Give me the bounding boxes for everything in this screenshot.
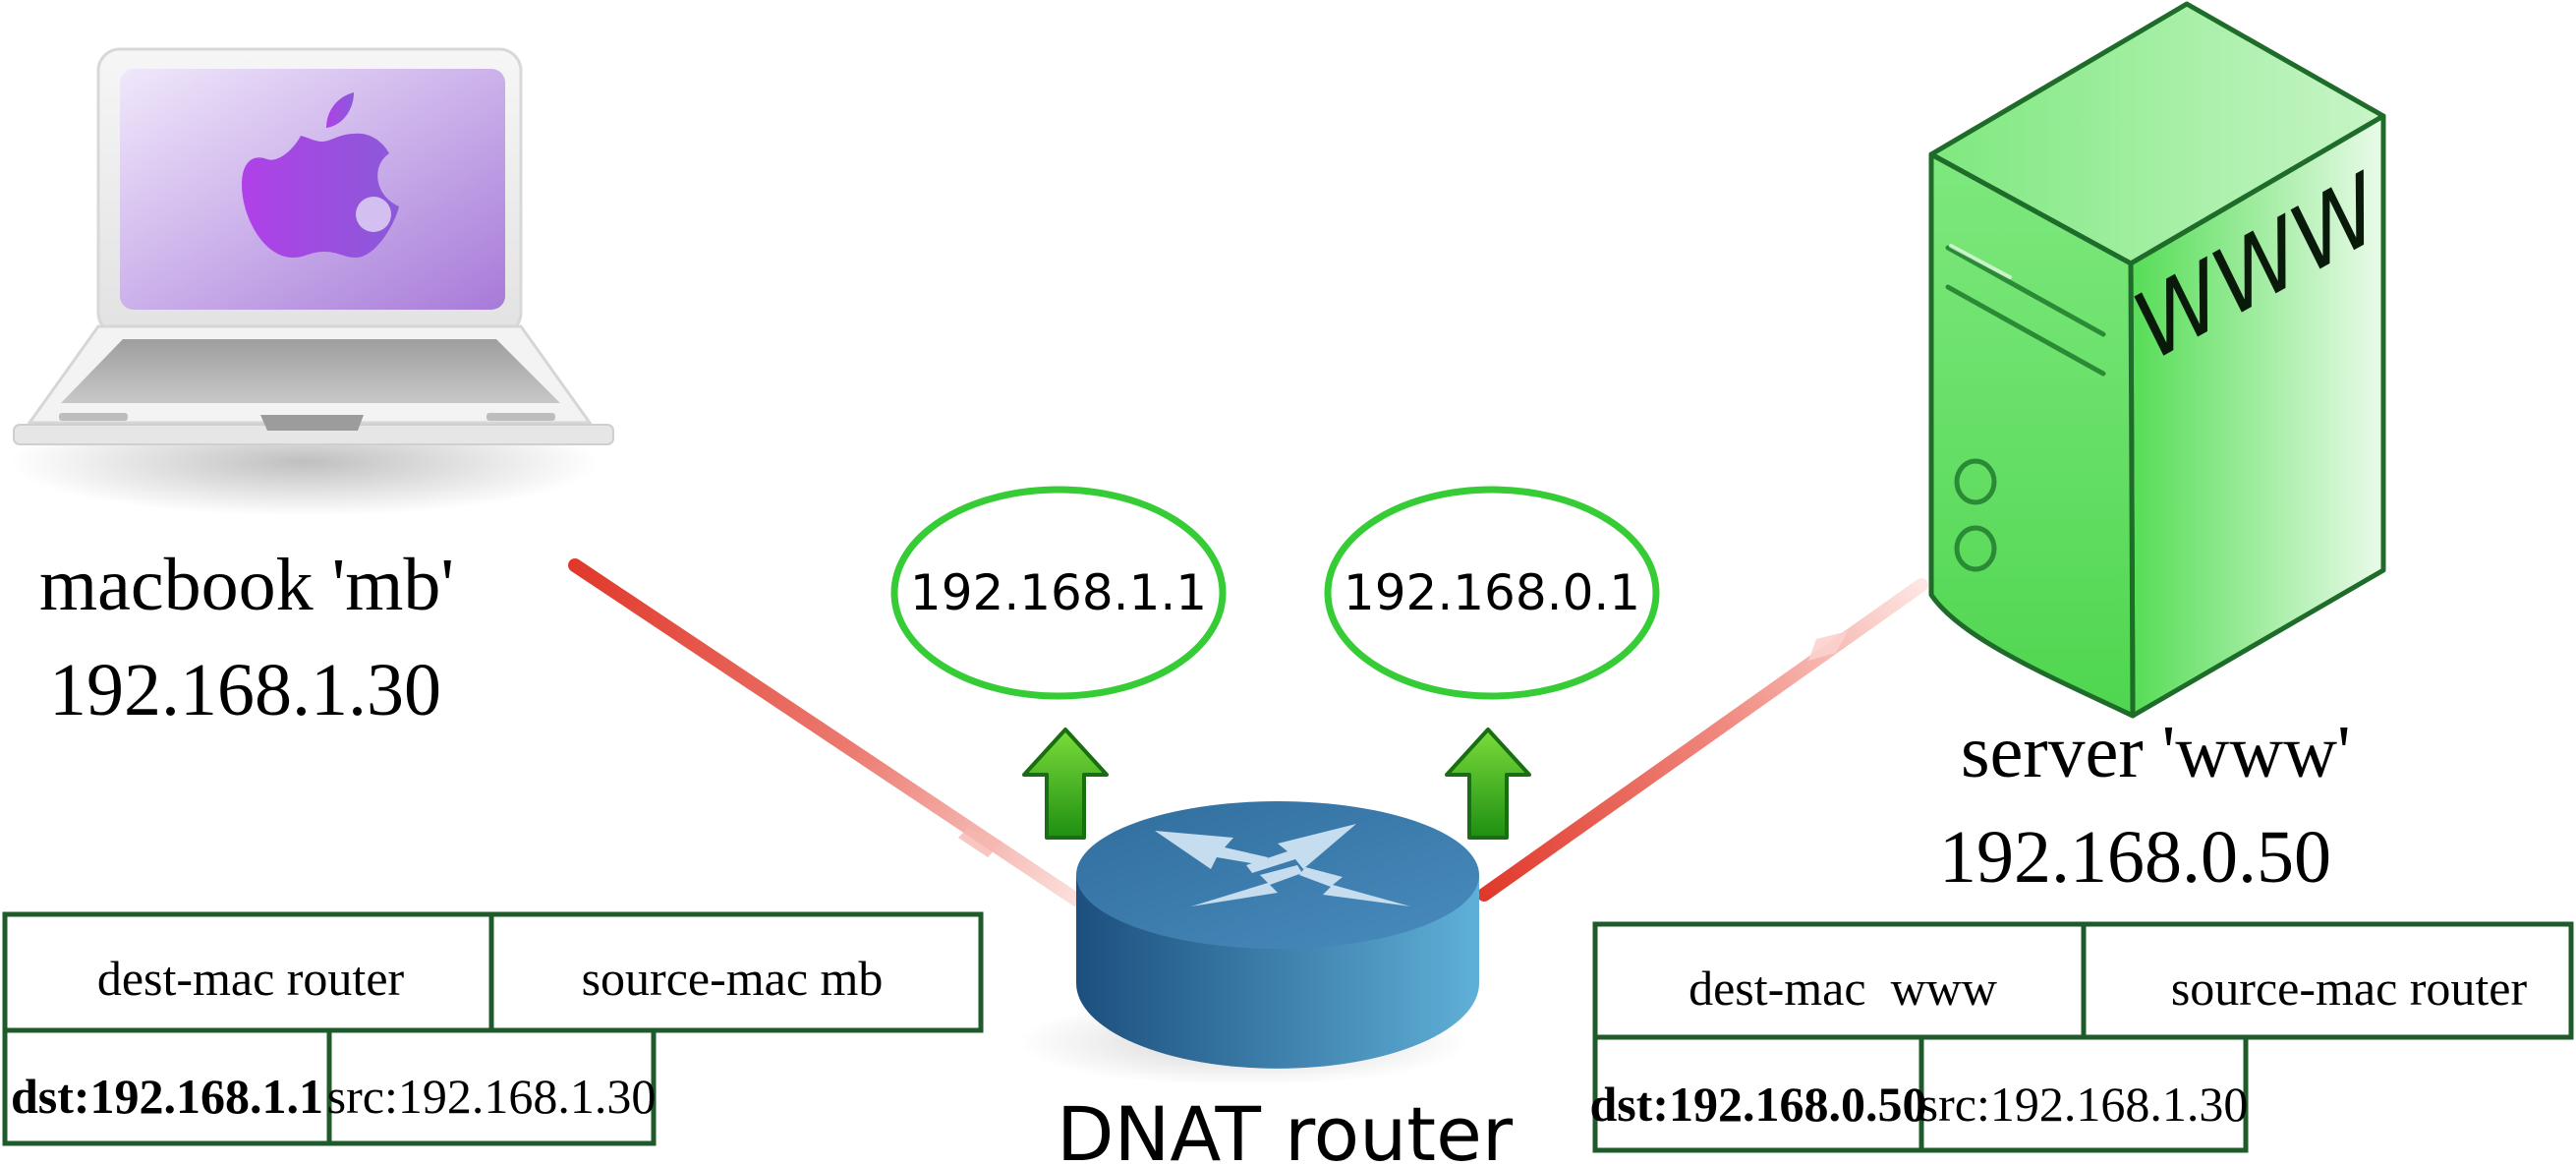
- right-dest-mac: dest-mac www: [1689, 961, 1997, 1016]
- server-ip: 192.168.0.50: [1939, 816, 2331, 899]
- right-packet-table: dest-mac www source-mac router dst:192.1…: [1589, 921, 2574, 1153]
- interface-ip-left-text: 192.168.1.1: [910, 564, 1207, 621]
- server-icon: WWW: [1928, 1, 2399, 719]
- laptop-ip: 192.168.1.30: [49, 649, 441, 731]
- left-dst-ip: dst:192.168.1.1: [11, 1069, 323, 1124]
- interface-ip-right: 192.168.0.1: [1324, 486, 1660, 700]
- up-arrow-icon: [1022, 728, 1109, 840]
- laptop-icon: [10, 47, 614, 516]
- right-source-mac: source-mac router: [2171, 961, 2528, 1016]
- left-dest-mac: dest-mac router: [97, 951, 405, 1006]
- interface-ip-left: 192.168.1.1: [890, 486, 1227, 700]
- left-src-ip: src:192.168.1.30: [327, 1069, 657, 1124]
- router-name: DNAT router: [1057, 1090, 1514, 1166]
- link-router-server: [1477, 578, 1928, 902]
- server-name: server 'www': [1961, 711, 2351, 793]
- left-packet-table: dest-mac router source-mac mb dst:192.16…: [2, 911, 984, 1146]
- link-laptop-router: [568, 558, 1083, 906]
- apple-logo-icon: [242, 92, 399, 258]
- left-source-mac: source-mac mb: [582, 951, 884, 1006]
- up-arrow-icon: [1445, 728, 1531, 840]
- right-src-ip: src:192.168.1.30: [1919, 1077, 2249, 1132]
- interface-ip-right-text: 192.168.0.1: [1344, 564, 1640, 621]
- router-icon: [1017, 801, 1479, 1086]
- right-dst-ip: dst:192.168.0.50: [1589, 1077, 1926, 1132]
- laptop-name: macbook 'mb': [39, 544, 454, 626]
